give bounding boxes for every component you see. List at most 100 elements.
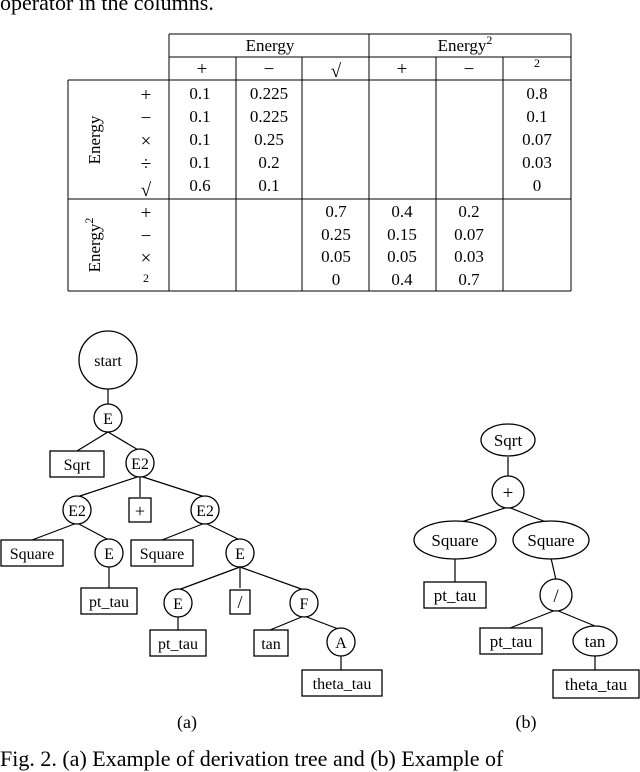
tree-b-label-square-left: Square [431,531,478,550]
cell: 0.8 [526,84,547,103]
cell: 0.7 [458,270,480,289]
tree-a-node-e-root [93,403,123,433]
cell: 0.225 [250,107,288,126]
tree-a-edges [31,389,342,670]
row-op-plus-2: + [141,203,152,224]
tree-a-node-plus [128,497,152,523]
tree-b-label-pt-tau-bottom: pt_tau [490,632,533,651]
row-op-divide: ÷ [141,154,151,175]
tree-b-label-plus: + [503,483,514,504]
cell: 0.05 [387,247,417,266]
tree-b-node-slash [539,578,573,612]
col-header-plus: + [197,59,208,80]
tree-a-node-e-deep [163,588,193,618]
tree-a-node-tan [253,629,289,657]
cell: 0.03 [522,153,552,172]
tree-b-label-sqrt: Sqrt [494,431,523,450]
cell: 0.1 [526,107,547,126]
tree-a-node-e-left [94,538,124,568]
row-op-minus-2: − [141,226,152,247]
tree-a-node-e2-right [190,495,220,525]
tree-b-caption: (b) [516,712,537,733]
probability-table: Energy Energy2 + − √ + − 2 Energy Energy… [67,33,572,292]
table-grid-lines [67,33,572,292]
tree-a-label-plus: + [135,501,145,521]
col-header-sqrt: √ [331,61,342,82]
tree-a-node-e2-left [62,495,92,525]
tree-a-label-e-deep: E [173,596,183,613]
tree-a-label-square-right: Square [140,546,184,563]
tree-a-label-e2-right: E2 [196,503,214,520]
col-header-minus: − [264,59,275,80]
tree-a-label-slash: / [237,592,242,612]
cell: 0.1 [189,153,210,172]
tree-b-node-sqrt [480,423,536,457]
row-op-plus: + [141,85,152,106]
row-op-square: 2 [143,271,149,285]
tree-b-label-theta-tau: theta_tau [565,675,628,694]
tree-a-node-e2-main [125,448,155,478]
tree-a-node-slash [229,589,251,615]
tree-a-label-a: A [335,635,347,652]
tree-a-label-e2-main: E2 [131,456,149,473]
row-op-times-2: × [141,248,152,269]
cell: 0.05 [321,247,351,266]
col-header-minus-2: − [464,59,475,80]
tree-a-label-pt-tau-left: pt_tau [89,594,129,611]
col-group-label-energy-squared: Energy2 [438,33,493,55]
col-group-label-energy: Energy [246,36,295,55]
cell: 0.15 [387,225,417,244]
col-header-square: 2 [534,56,540,70]
tree-a-node-pt-tau-left [80,587,138,615]
cell: 0.4 [391,202,413,221]
col-header-plus-2: + [397,59,408,80]
tree-a-node-start [78,330,138,390]
tree-a-node-sqrt [49,450,105,478]
tree-a-label-pt-tau-deep: pt_tau [158,636,198,653]
table-cells-energy-squared: 0.7 0.4 0.2 0.25 0.15 0.07 0.05 0.05 0.0… [321,202,484,289]
tree-a-label-theta-tau: theta_tau [313,676,372,693]
cell: 0.7 [325,202,347,221]
cell: 0.2 [458,202,479,221]
tree-b-node-square-left [413,520,497,560]
tree-b-label-square-right: Square [527,531,574,550]
tree-a-label-e-right: E [235,546,245,563]
tree-b-label-pt-tau-top: pt_tau [434,586,477,605]
cell: 0.07 [454,225,484,244]
cell: 0.07 [522,130,552,149]
tree-a-node-pt-tau-deep [149,629,207,657]
cell: 0.1 [189,84,210,103]
tree-a-node-theta-tau [301,669,383,697]
table-cells-energy: 0.1 0.225 0.8 0.1 0.225 0.1 0.1 0.25 0.0… [189,84,552,195]
cell: 0.1 [189,107,210,126]
tree-a-node-f [289,588,319,618]
tree-a-label-e-root: E [103,411,113,428]
tree-a-node-square-right [130,539,194,567]
cell: 0.2 [258,153,279,172]
tree-b-node-plus [491,475,525,509]
cell: 0.4 [391,270,413,289]
row-group-label-energy-squared: Energy2 [82,218,104,273]
tree-a-label-f: F [300,596,309,613]
cell: 0.25 [254,130,284,149]
tree-b-node-square-right [512,520,590,560]
tree-b-label-slash: / [553,586,559,607]
row-op-minus: − [141,108,152,129]
cell: 0.03 [454,247,484,266]
tree-b-node-theta-tau [552,669,640,699]
row-op-times: × [141,131,152,152]
figure-caption: Fig. 2. (a) Example of derivation tree a… [0,746,504,771]
cell: 0.1 [258,176,279,195]
tree-a-label-sqrt: Sqrt [64,457,91,474]
tree-a-node-e-right [225,538,255,568]
cell: 0 [332,270,341,289]
tree-b-node-pt-tau-top [423,581,487,609]
tree-a-caption: (a) [177,712,197,733]
cell: 0.225 [250,84,288,103]
tree-a-label-e2-left: E2 [68,503,86,520]
derivation-trees: start E Sqrt E2 E2 + E2 Square E Square … [0,330,640,733]
tree-a-node-square-left [0,539,64,567]
tree-a-label-square-left: Square [10,546,54,563]
cell: 0.1 [189,130,210,149]
tree-a-label-e-left: E [104,546,114,563]
